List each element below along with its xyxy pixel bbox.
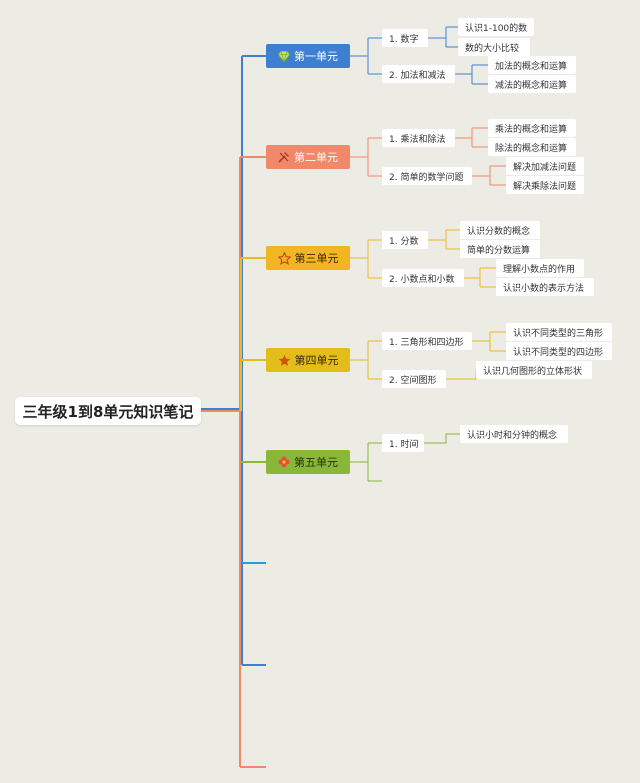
topic-node[interactable]: 1. 数字: [382, 29, 428, 47]
topic-node[interactable]: 1. 时间: [382, 434, 424, 452]
unit-1-node[interactable]: 第一单元: [266, 44, 350, 68]
topic-node[interactable]: 1. 三角形和四边形: [382, 332, 472, 350]
star-filled-icon: [278, 354, 291, 367]
item-node[interactable]: 减法的概念和运算: [488, 75, 576, 93]
item-node[interactable]: 认识不同类型的三角形: [506, 323, 612, 341]
unit-title: 第五单元: [294, 456, 338, 469]
item-node[interactable]: 认识小时和分钟的概念: [460, 425, 568, 443]
item-node[interactable]: 认识分数的概念: [460, 221, 540, 239]
topic-node[interactable]: 2. 小数点和小数: [382, 269, 464, 287]
tools-icon: [278, 151, 290, 163]
unit-title: 第二单元: [294, 151, 338, 164]
unit-title: 第四单元: [294, 354, 339, 367]
topic-node[interactable]: 2. 加法和减法: [382, 65, 455, 83]
unit-3-node[interactable]: 第三单元: [266, 246, 350, 270]
item-node[interactable]: 加法的概念和运算: [488, 56, 576, 74]
root-topic[interactable]: 三年级1到8单元知识笔记: [15, 397, 201, 425]
item-node[interactable]: 解决加减法问题: [506, 157, 584, 175]
unit-2-node[interactable]: 第二单元: [266, 145, 350, 169]
topic-node[interactable]: 2. 空间图形: [382, 370, 446, 388]
item-node[interactable]: 认识几何图形的立体形状: [476, 361, 592, 379]
item-node[interactable]: 乘法的概念和运算: [488, 119, 576, 137]
item-node[interactable]: 数的大小比较: [458, 38, 530, 56]
flower-icon: [278, 456, 290, 468]
topic-node[interactable]: 1. 分数: [382, 231, 428, 249]
star-outline-icon: [277, 251, 291, 265]
item-node[interactable]: 认识1-100的数: [458, 18, 534, 36]
unit-5-node[interactable]: 第五单元: [266, 450, 350, 474]
item-node[interactable]: 认识不同类型的四边形: [506, 342, 612, 360]
item-node[interactable]: 认识小数的表示方法: [496, 278, 594, 296]
item-node[interactable]: 解决乘除法问题: [506, 176, 584, 194]
unit-title: 第三单元: [294, 252, 339, 265]
item-node[interactable]: 理解小数点的作用: [496, 259, 584, 277]
unit-title: 第一单元: [294, 50, 338, 63]
diamond-icon: [278, 50, 290, 62]
unit-4-node[interactable]: 第四单元: [266, 348, 350, 372]
item-node[interactable]: 简单的分数运算: [460, 240, 540, 258]
topic-node[interactable]: 2. 简单的数学问题: [382, 167, 472, 185]
item-node[interactable]: 除法的概念和运算: [488, 138, 576, 156]
topic-node[interactable]: 1. 乘法和除法: [382, 129, 455, 147]
